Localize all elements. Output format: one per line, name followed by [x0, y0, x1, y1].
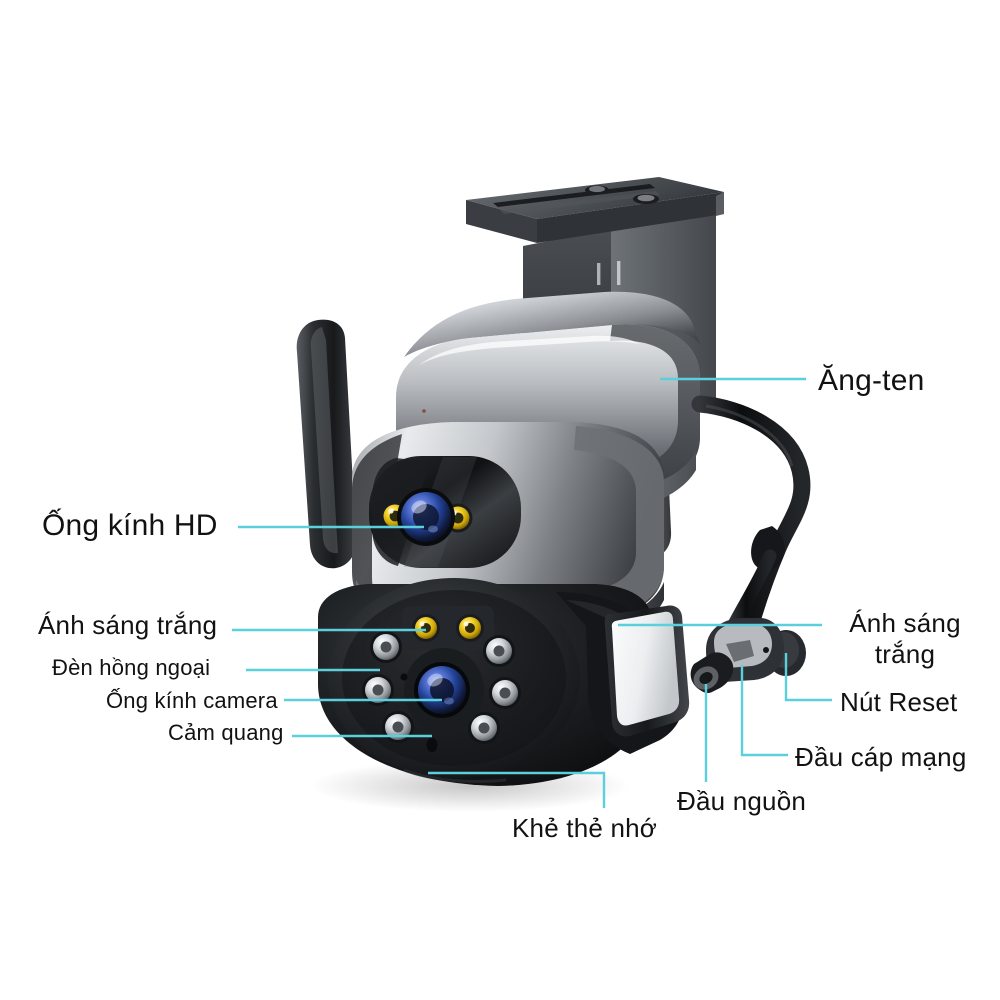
- leader-dau-cap-mang: [740, 665, 788, 757]
- callout-ang-ten: Ăng-ten: [818, 364, 925, 397]
- amber-led-lower-left: [412, 614, 440, 642]
- leader-khe-the-nho: [428, 771, 606, 808]
- leader-nut-reset: [784, 653, 832, 702]
- callout-line-2: trắng: [874, 638, 936, 669]
- power-and-network-cable: [690, 395, 811, 694]
- left-antenna: [296, 319, 357, 569]
- hd-lens-module: [352, 422, 664, 646]
- callout-cam-quang: Cảm quang: [168, 720, 284, 745]
- connector-cluster: [690, 618, 806, 694]
- amber-led-lower-right: [456, 614, 484, 642]
- callout-ong-kinh-hd: Ống kính HD: [42, 509, 218, 542]
- callout-line-1: Ánh sáng: [849, 608, 961, 638]
- callout-dau-nguon: Đầu nguồn: [677, 786, 807, 816]
- callout-anh-sang-trang-left: Ánh sáng trắng: [38, 610, 218, 640]
- white-light-panel: [604, 605, 690, 737]
- callout-khe-the-nho: Khẻ thẻ nhớ: [512, 813, 658, 843]
- mic-hole: [400, 673, 408, 681]
- callout-nut-reset: Nút Reset: [840, 687, 958, 717]
- lower-camera-lens: [404, 648, 484, 732]
- callout-anh-sang-trang-right: Ánh sáng trắng: [830, 608, 980, 669]
- callout-dau-cap-mang: Đầu cáp mạng: [795, 742, 967, 772]
- callout-den-hong-ngoai: Đèn hồng ngoại: [52, 655, 211, 680]
- callout-ong-kinh-camera: Ống kính camera: [106, 688, 278, 713]
- hd-lens-glass: [397, 488, 455, 546]
- light-sensor: [426, 738, 438, 752]
